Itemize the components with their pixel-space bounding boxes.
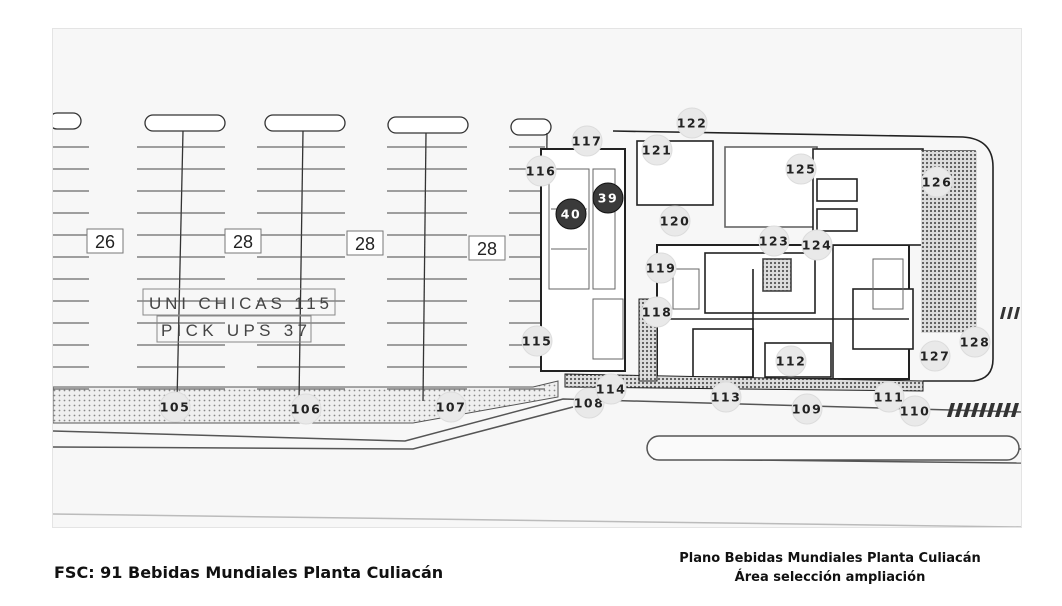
marker-122[interactable]: 122: [676, 107, 708, 139]
marker-circle: [573, 387, 605, 419]
marker-circle: [555, 198, 587, 230]
marker-121[interactable]: 121: [641, 134, 673, 166]
marker-circle: [645, 252, 677, 284]
parking-text-pick-ups: PICK UPS 37: [161, 321, 307, 340]
site-plan-drawing: 26 28 28 28 UNI CHICAS 115 PICK UPS 37: [53, 107, 1021, 527]
marker-120[interactable]: 120: [659, 205, 691, 237]
marker-113[interactable]: 113: [710, 381, 742, 413]
marker-123[interactable]: 123: [758, 225, 790, 257]
marker-112[interactable]: 112: [775, 345, 807, 377]
marker-label: 125: [786, 162, 817, 177]
marker-label: 39: [598, 191, 618, 206]
marker-107[interactable]: 107: [435, 391, 467, 423]
marker-label: 108: [574, 396, 605, 411]
marker-label: 106: [291, 402, 322, 417]
marker-circle: [290, 393, 322, 425]
site-plan-map: 26 28 28 28 UNI CHICAS 115 PICK UPS 37: [52, 28, 1022, 528]
marker-110[interactable]: 110: [899, 395, 931, 427]
marker-128[interactable]: 128: [959, 326, 991, 358]
parking-text: UNI CHICAS 115 PICK UPS 37: [142, 288, 336, 343]
interior-details: [548, 168, 904, 360]
marker-119[interactable]: 119: [645, 252, 677, 284]
marker-118[interactable]: 118: [641, 296, 673, 328]
marker-circle: [595, 373, 627, 405]
marker-circle: [659, 205, 691, 237]
marker-circle: [899, 395, 931, 427]
bay-label: 28: [233, 232, 253, 252]
marker-circle: [919, 340, 951, 372]
marker-circle: [710, 381, 742, 413]
marker-114[interactable]: 114: [595, 373, 627, 405]
parking-text-uni-chicas: UNI CHICAS 115: [149, 294, 329, 313]
marker-label: 113: [711, 390, 742, 405]
caption-plan-subtitle: Área selección ampliación: [734, 570, 926, 585]
marker-39[interactable]: 39: [592, 182, 624, 214]
caption-plan: Plano Bebidas Mundiales Planta Culiacán …: [660, 549, 1000, 587]
marker-111[interactable]: 111: [873, 381, 905, 413]
marker-label: 124: [802, 238, 833, 253]
marker-116[interactable]: 116: [525, 155, 557, 187]
marker-label: 105: [160, 400, 191, 415]
caption-fsc: FSC: 91 Bebidas Mundiales Planta Culiacá…: [54, 563, 444, 582]
marker-circle: [641, 296, 673, 328]
marker-108[interactable]: 108: [573, 387, 605, 419]
marker-label: 40: [561, 207, 581, 222]
marker-circle: [571, 125, 603, 157]
marker-circle: [159, 391, 191, 423]
marker-circle: [525, 155, 557, 187]
marker-label: 114: [596, 382, 627, 397]
bay-label: 26: [95, 232, 115, 252]
marker-127[interactable]: 127: [919, 340, 951, 372]
marker-circle: [959, 326, 991, 358]
marker-label: 117: [572, 134, 603, 149]
marker-circle: [592, 182, 624, 214]
bay-labels: 26 28 28 28: [86, 228, 506, 261]
marker-label: 123: [759, 234, 790, 249]
marker-circle: [775, 345, 807, 377]
marker-label: 120: [660, 214, 691, 229]
parking-stalls: [53, 146, 545, 390]
marker-label: 109: [792, 402, 823, 417]
marker-label: 119: [646, 261, 677, 276]
marker-label: 122: [677, 116, 708, 131]
bay-label: 28: [355, 234, 375, 254]
marker-circle: [791, 393, 823, 425]
marker-115[interactable]: 115: [521, 325, 553, 357]
marker-label: 126: [922, 175, 953, 190]
marker-label: 127: [920, 349, 951, 364]
marker-circle: [758, 225, 790, 257]
marker-label: 128: [960, 335, 991, 350]
marker-label: 107: [436, 400, 467, 415]
bay-label: 28: [477, 239, 497, 259]
marker-circle: [801, 229, 833, 261]
marker-circle: [785, 153, 817, 185]
marker-circle: [921, 166, 953, 198]
marker-label: 121: [642, 143, 673, 158]
marker-124[interactable]: 124: [801, 229, 833, 261]
marker-circle: [641, 134, 673, 166]
marker-circle: [435, 391, 467, 423]
marker-circle: [676, 107, 708, 139]
marker-126[interactable]: 126: [921, 166, 953, 198]
marker-117[interactable]: 117: [571, 125, 603, 157]
caption-plan-title: Plano Bebidas Mundiales Planta Culiacán: [679, 551, 981, 566]
road-stripes: [947, 307, 1020, 417]
marker-106[interactable]: 106: [290, 393, 322, 425]
marker-105[interactable]: 105: [159, 391, 191, 423]
marker-label: 111: [874, 390, 905, 405]
marker-label: 116: [526, 164, 557, 179]
marker-label: 118: [642, 305, 673, 320]
marker-125[interactable]: 125: [785, 153, 817, 185]
marker-label: 110: [900, 404, 931, 419]
marker-label: 112: [776, 354, 807, 369]
marker-label: 115: [522, 334, 553, 349]
marker-circle: [521, 325, 553, 357]
marker-circle: [873, 381, 905, 413]
marker-40[interactable]: 40: [555, 198, 587, 230]
marker-109[interactable]: 109: [791, 393, 823, 425]
